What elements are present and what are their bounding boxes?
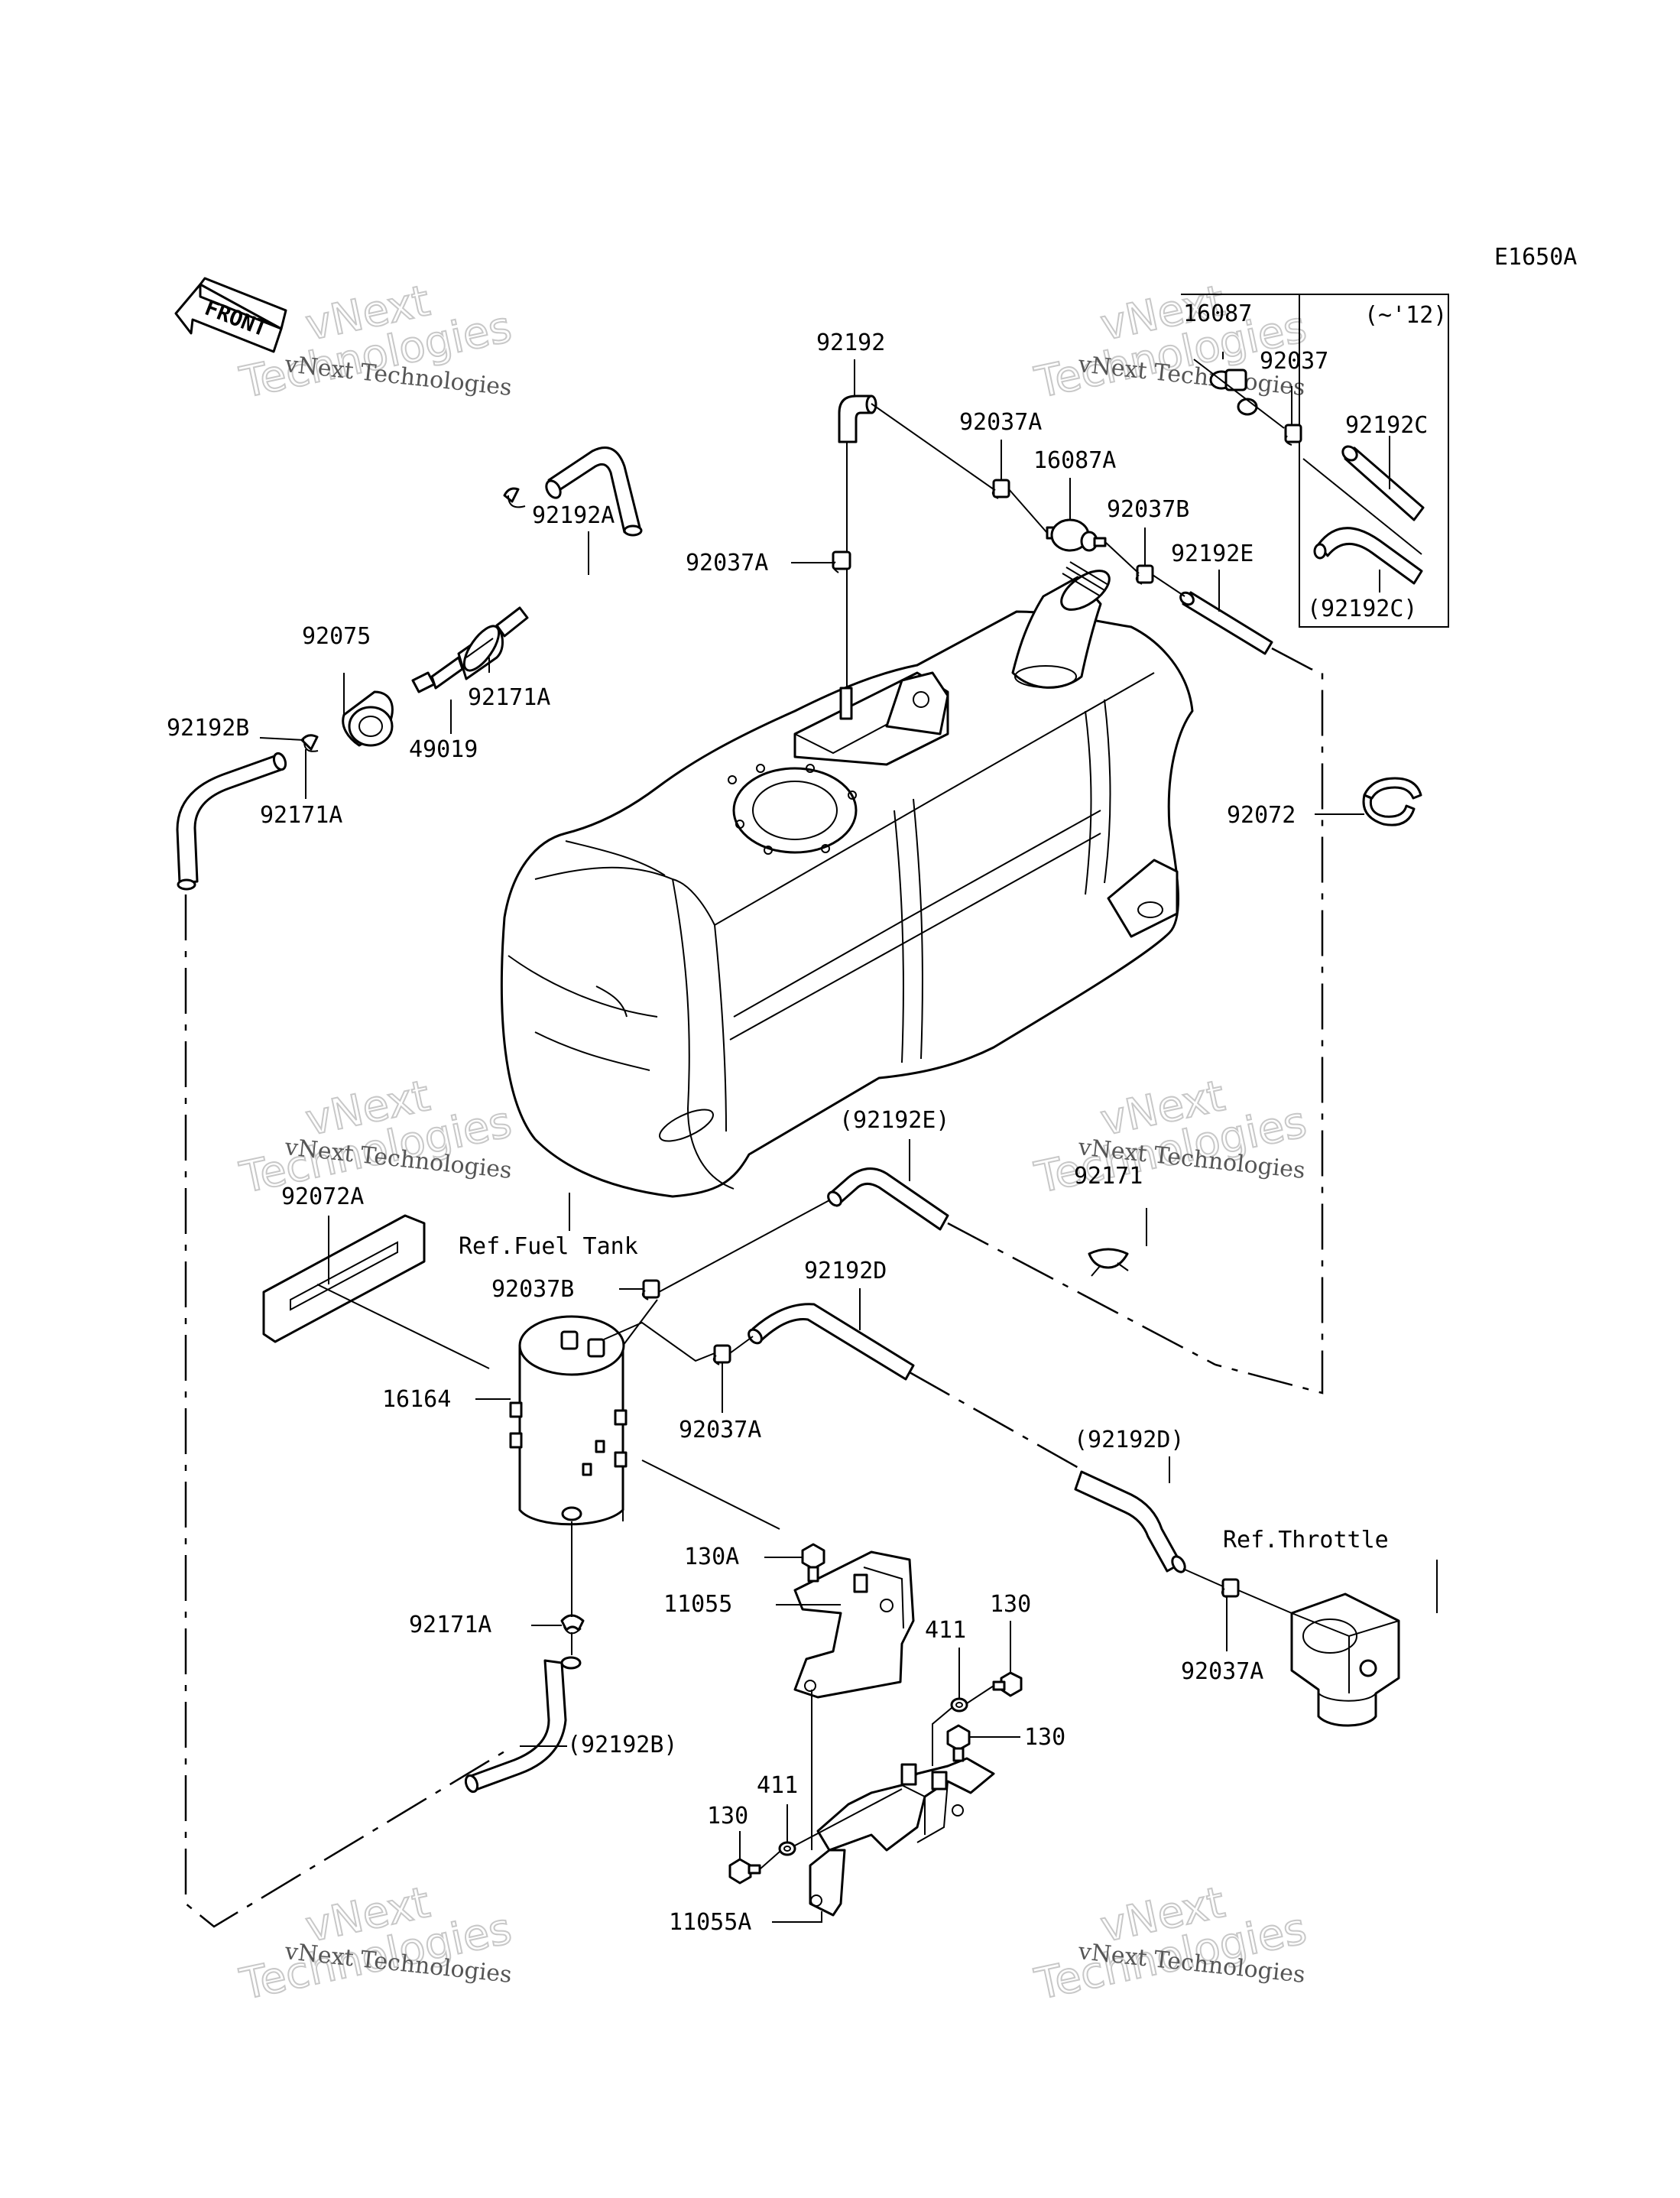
inset-note: (~'12) xyxy=(1364,302,1447,329)
label-92072a: 92072A xyxy=(281,1183,364,1210)
clip-92171a-top xyxy=(503,487,526,508)
bolt-130-a xyxy=(992,1671,1023,1697)
label-92192e: 92192E xyxy=(1171,541,1254,567)
label-49019: 49019 xyxy=(409,736,478,763)
hose-92192b xyxy=(176,752,287,891)
hose-92192 xyxy=(838,394,877,443)
label-16087: 16087 xyxy=(1183,300,1252,327)
inset-box: (~'12) xyxy=(1181,294,1449,628)
fuel-tank xyxy=(500,561,1194,1198)
hose-route-right xyxy=(1215,647,1324,1394)
hose-92192c xyxy=(1341,445,1425,521)
hose-92192e xyxy=(1179,591,1273,655)
watermark-mid-left: vNext Technologies vNext Technologies xyxy=(235,1070,516,1204)
label-92192: 92192 xyxy=(816,330,885,356)
label-411-a: 411 xyxy=(925,1617,966,1644)
label-130-b: 130 xyxy=(1024,1724,1065,1751)
washer-411-a xyxy=(950,1697,968,1713)
hose-92192d xyxy=(748,1303,915,1381)
hose-92192b-lower xyxy=(464,1656,582,1794)
bolt-130a xyxy=(801,1543,825,1583)
label-92037a-mid: 92037A xyxy=(686,550,768,576)
label-92192d-ref: (92192D) xyxy=(1074,1427,1185,1453)
label-92171a-left: 92171A xyxy=(260,802,342,829)
watermark-bottom-right: vNext Technologies vNext Technologies xyxy=(1030,1877,1311,2011)
label-ref-throttle: Ref.Throttle xyxy=(1223,1527,1389,1554)
label-130-a: 130 xyxy=(990,1591,1031,1618)
front-arrow-icon: FRONT xyxy=(174,277,287,353)
leader-lines xyxy=(259,352,1438,1923)
hose-route-92192d xyxy=(909,1371,1086,1473)
label-92072: 92072 xyxy=(1227,802,1296,829)
clip-92171a-left xyxy=(300,734,319,752)
label-92171a-top: 92171A xyxy=(468,684,550,711)
label-92192c-ref: (92192C) xyxy=(1307,596,1418,622)
clip-92171a-low xyxy=(560,1614,585,1635)
label-411-b: 411 xyxy=(757,1772,798,1799)
clamp-92037b-top xyxy=(1135,564,1154,585)
valve-16087a xyxy=(1046,518,1107,552)
label-92192b: 92192B xyxy=(167,715,249,742)
tank-bracket xyxy=(1107,859,1179,938)
label-92037: 92037 xyxy=(1260,348,1328,375)
label-92192a: 92192A xyxy=(532,502,615,529)
fuel-pump-opening xyxy=(728,764,858,855)
hdpe-mark xyxy=(659,1109,714,1142)
hose-92192a xyxy=(545,446,643,537)
diagram-code: E1650A xyxy=(1494,244,1577,271)
label-92171: 92171 xyxy=(1074,1163,1143,1190)
label-92171a-low: 92171A xyxy=(409,1612,491,1638)
vent-mount xyxy=(793,671,949,766)
bracket-11055a xyxy=(809,1757,995,1917)
label-92037a-low: 92037A xyxy=(679,1417,761,1443)
watermark-mid-right: vNext Technologies vNext Technologies xyxy=(1030,1070,1311,1204)
label-92037b-low: 92037B xyxy=(491,1276,574,1303)
label-11055a: 11055A xyxy=(669,1909,751,1936)
holder-92075 xyxy=(342,690,394,747)
label-92192e-ref: (92192E) xyxy=(839,1107,950,1134)
hose-route-92192e xyxy=(947,1222,1216,1366)
clamp-92037a-top xyxy=(991,479,1010,499)
clamp-92037a-throttle xyxy=(1221,1578,1240,1599)
label-92192c: 92192C xyxy=(1345,412,1428,439)
label-16087a: 16087A xyxy=(1033,447,1116,474)
label-130a: 130A xyxy=(684,1544,739,1570)
clip-92171 xyxy=(1088,1248,1129,1277)
strap-92072a xyxy=(262,1214,426,1343)
label-92037a-throttle: 92037A xyxy=(1181,1658,1263,1685)
clamp-92037a-mid xyxy=(832,550,851,573)
watermarks: vNext Technologies vNext Technologies vN… xyxy=(235,275,1311,2011)
clamp-92037b-low xyxy=(641,1279,660,1300)
clamp-92037a-low xyxy=(712,1344,731,1365)
label-92037a-top: 92037A xyxy=(959,409,1042,436)
label-130-c: 130 xyxy=(707,1803,748,1830)
part-labels: 16087 92037 92192C (92192C) 92192 92037A… xyxy=(167,300,1428,1936)
watermark-top-right: vNext Technologies vNext Technologies xyxy=(1030,275,1311,409)
bracket-11055 xyxy=(793,1550,915,1699)
label-11055: 11055 xyxy=(663,1591,732,1618)
label-92037b-top: 92037B xyxy=(1107,496,1189,523)
label-16164: 16164 xyxy=(382,1386,451,1413)
label-92192d: 92192D xyxy=(804,1258,887,1284)
label-92075: 92075 xyxy=(302,623,371,650)
hose-route-left xyxy=(184,894,513,1928)
bolt-130-b xyxy=(946,1724,971,1762)
filler-neck xyxy=(1011,561,1111,689)
label-ref-fuel-tank: Ref.Fuel Tank xyxy=(459,1233,638,1260)
bolt-130-c xyxy=(728,1858,761,1885)
washer-411-b xyxy=(778,1841,796,1856)
hose-92192e-lower xyxy=(827,1167,949,1231)
clamp-92037 xyxy=(1284,424,1302,446)
throttle-body xyxy=(1290,1592,1400,1727)
watermark-bottom-left: vNext Technologies vNext Technologies xyxy=(235,1877,516,2011)
fuel-filter-49019 xyxy=(411,606,529,693)
label-92192b-ref: (92192B) xyxy=(567,1732,678,1758)
hose-92192d-throttle xyxy=(1074,1470,1186,1573)
hose-92192c-curved xyxy=(1313,527,1423,585)
canister-16164 xyxy=(509,1315,628,1526)
band-92072 xyxy=(1362,777,1422,826)
